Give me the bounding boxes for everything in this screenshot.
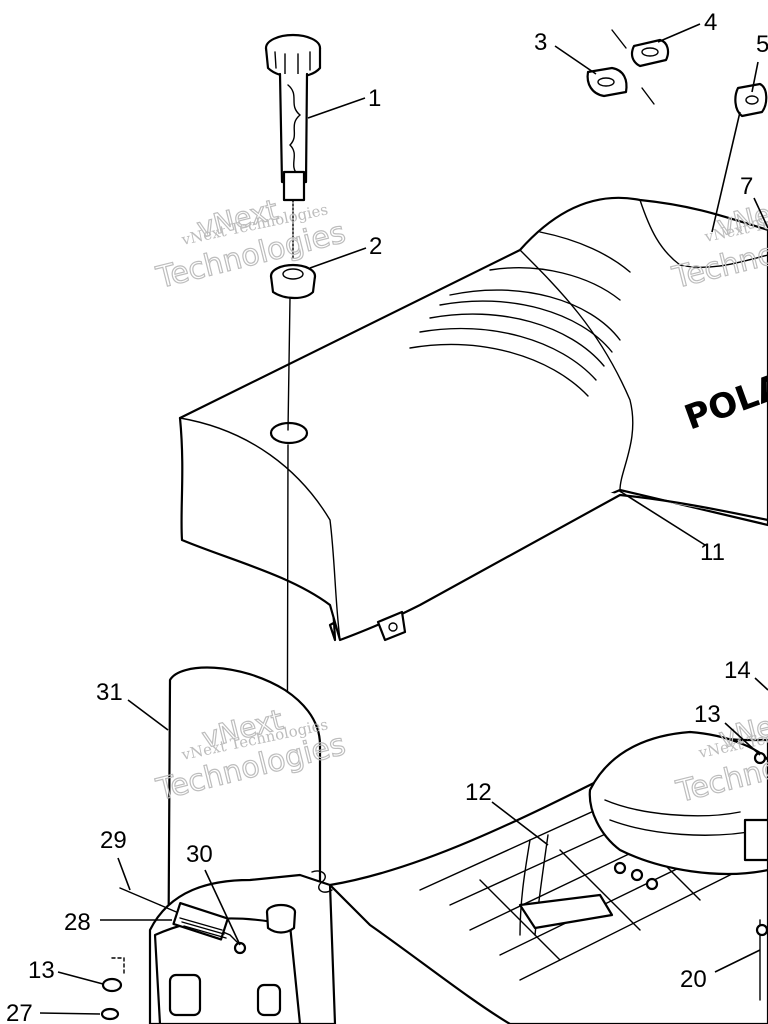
callout-29: 29 bbox=[100, 827, 127, 854]
clips-illustration bbox=[586, 29, 768, 118]
callout-31: 31 bbox=[96, 679, 123, 706]
callout-1: 1 bbox=[368, 85, 381, 112]
callout-12: 12 bbox=[465, 779, 492, 806]
leader-lines bbox=[39, 23, 768, 1015]
callout-13-right: 13 bbox=[694, 701, 721, 728]
callout-11: 11 bbox=[700, 539, 725, 566]
fuel-cap-gauge-illustration bbox=[264, 33, 322, 202]
hardware-13-27-illustration bbox=[100, 957, 125, 1021]
seat-illustration: POLAR bbox=[178, 196, 768, 642]
callout-2: 2 bbox=[369, 233, 382, 260]
callout-3: 3 bbox=[534, 29, 547, 56]
callout-5: 5 bbox=[756, 31, 768, 58]
callout-14: 14 bbox=[724, 657, 751, 684]
callout-7: 7 bbox=[740, 173, 753, 200]
callout-20: 20 bbox=[680, 966, 707, 993]
grommet-illustration bbox=[269, 263, 317, 300]
callout-27: 27 bbox=[6, 1000, 33, 1024]
callout-30: 30 bbox=[186, 841, 213, 868]
watermark-top: vNext Technologies vNext Technologies bbox=[152, 192, 350, 296]
callout-4: 4 bbox=[704, 9, 717, 36]
fuel-tank-cover-illustration bbox=[119, 666, 337, 1024]
callout-labels: 1 2 3 4 5 7 11 12 13 14 20 31 29 30 28 1… bbox=[6, 9, 768, 1024]
callout-13-left: 13 bbox=[28, 957, 55, 984]
callout-28: 28 bbox=[64, 909, 91, 936]
chassis-illustration bbox=[328, 730, 768, 1024]
